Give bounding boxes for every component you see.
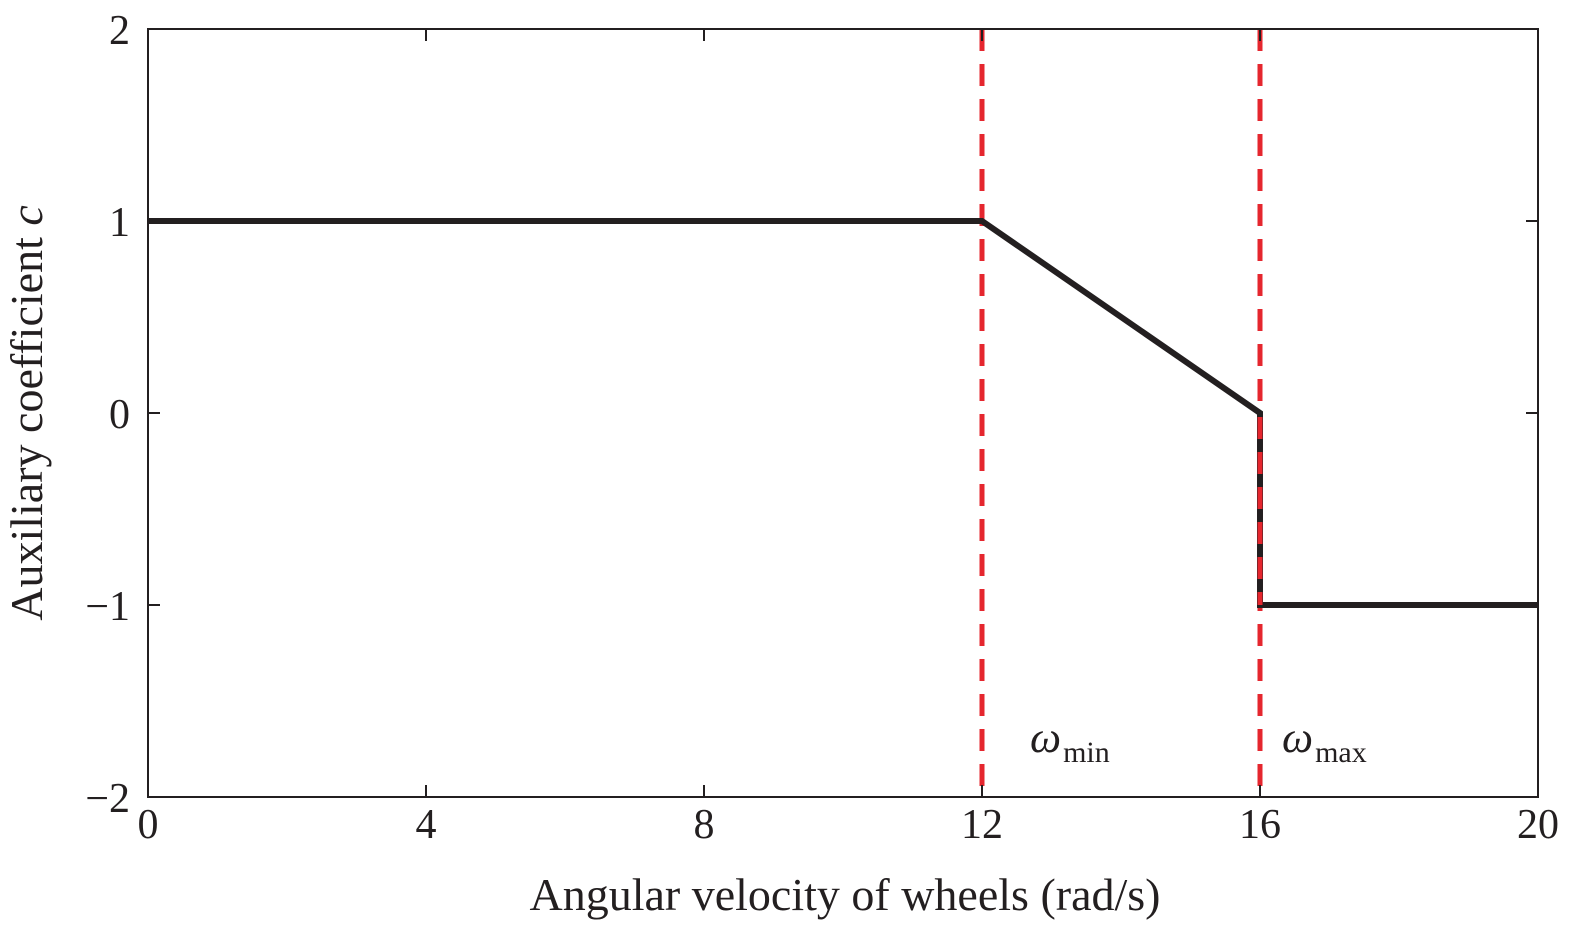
series-line-0 — [148, 218, 1538, 608]
annotation-symbol-min: ω — [1030, 713, 1061, 762]
x-tick-label-4: 4 — [416, 802, 437, 848]
annotation-symbol-max: ω — [1282, 713, 1313, 762]
y-tick-label-1: 1 — [109, 200, 130, 246]
y-tick-label-2: 2 — [109, 8, 130, 54]
x-tick-label-16: 16 — [1239, 802, 1281, 848]
y-tick-label--1: −1 — [85, 584, 130, 630]
y-axis-label-text: Auxiliary coefficient — [1, 226, 52, 621]
x-tick-label-0: 0 — [138, 802, 159, 848]
plot-frame — [147, 28, 1539, 798]
y-axis-label: Auxiliary coefficient c — [1, 205, 52, 621]
x-tick-label-8: 8 — [694, 802, 715, 848]
y-tick-label-0: 0 — [109, 392, 130, 438]
y-tick-label--2: −2 — [85, 776, 130, 822]
x-tick-label-20: 20 — [1517, 802, 1559, 848]
annotation-omega-min: ωmin — [1030, 713, 1110, 769]
annotation-subscript-min: min — [1063, 736, 1110, 769]
annotation-omega-max: ωmax — [1282, 713, 1367, 769]
x-axis-label: Angular velocity of wheels (rad/s) — [529, 869, 1160, 920]
annotation-subscript-max: max — [1315, 736, 1367, 769]
x-tick-label-12: 12 — [961, 802, 1003, 848]
y-axis-label-variable: c — [1, 205, 52, 225]
